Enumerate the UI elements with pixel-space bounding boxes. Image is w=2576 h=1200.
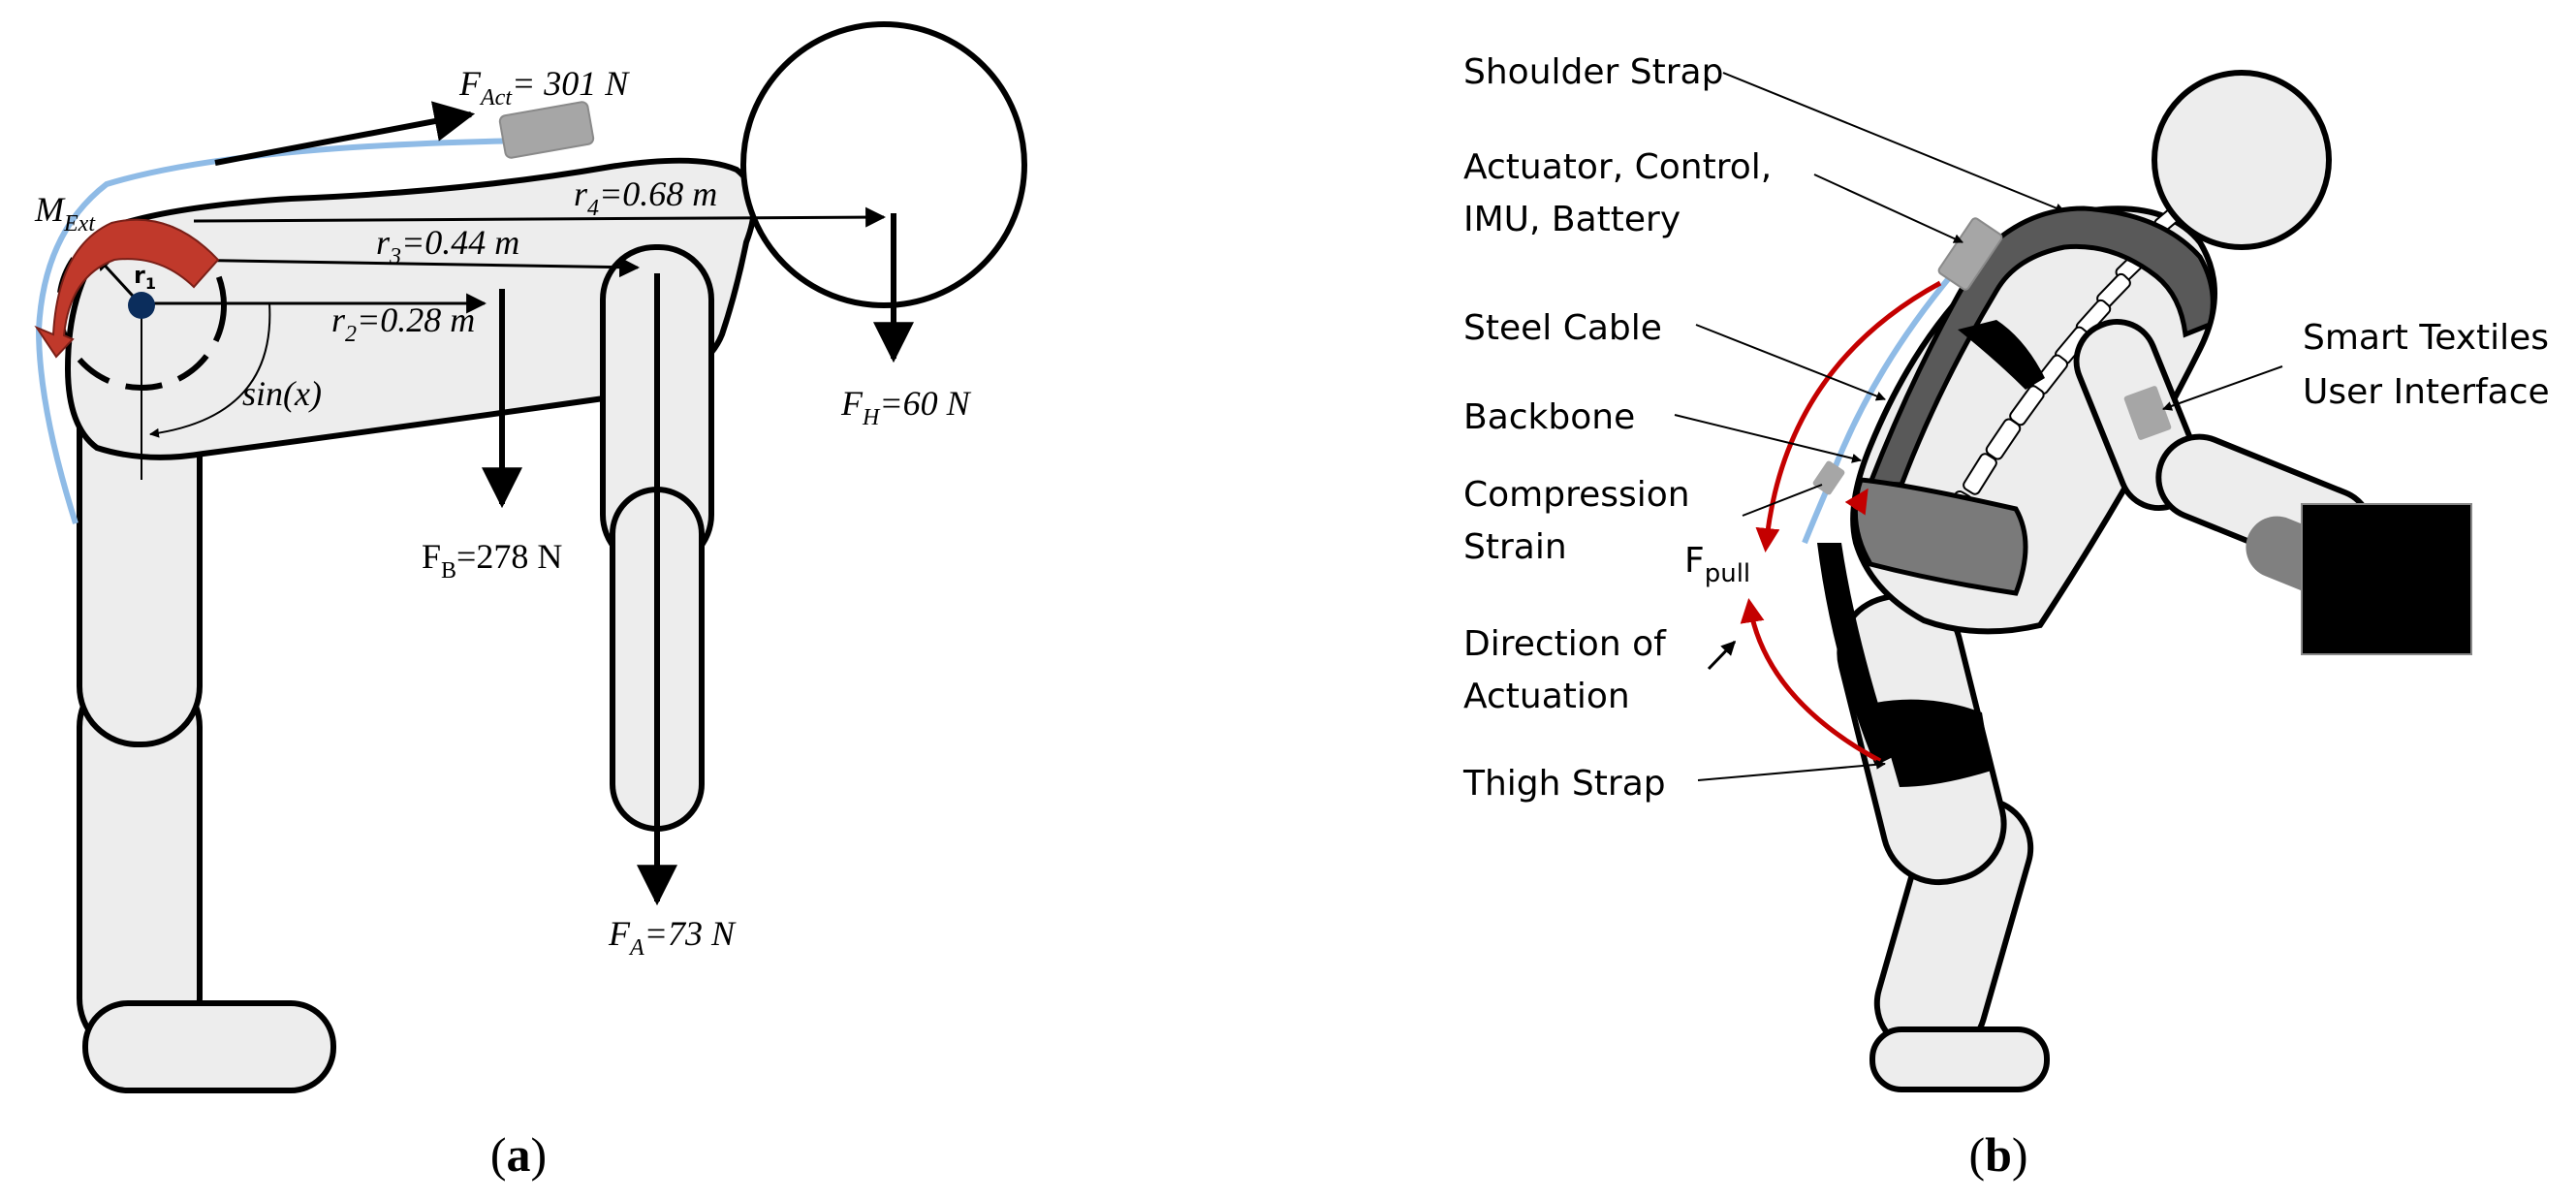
actuator-box-a xyxy=(498,101,595,159)
pull-arc-upper xyxy=(1755,280,1942,553)
actuator-box-b xyxy=(1937,217,2003,291)
moment-arrow xyxy=(34,218,220,359)
caption-b: (b) xyxy=(1968,1127,2027,1182)
f-a-label: FA=73 N xyxy=(608,914,737,961)
leader-backbone xyxy=(1674,414,1862,463)
f-h-label: FH=60 N xyxy=(840,384,972,430)
strain-red-arrow xyxy=(1844,488,1869,516)
hip-joint-dot xyxy=(128,292,155,319)
compression-sensor-b xyxy=(1812,460,1845,495)
f-b-label: FB=278 N xyxy=(422,537,562,584)
panel-a-diagram xyxy=(34,21,1027,1093)
carried-box-b xyxy=(2301,503,2472,655)
label-f-pull: Fpull xyxy=(1684,541,1750,588)
label-direction-line1: Direction of xyxy=(1463,624,1667,664)
r4-arrow xyxy=(193,206,887,228)
head-b xyxy=(2152,70,2332,250)
leader-direction xyxy=(1707,640,1737,671)
leader-shoulder-strap xyxy=(1722,72,2065,213)
r4-label: r4=0.68 m xyxy=(574,174,717,221)
sin-x-label: sin(x) xyxy=(242,374,322,413)
thigh-strap-b xyxy=(1875,699,1992,787)
r2-label: r2=0.28 m xyxy=(331,300,475,347)
steel-cable-b xyxy=(1802,271,1956,545)
label-smart-line1: Smart Textiles xyxy=(2303,318,2549,358)
head-a xyxy=(740,21,1027,308)
pull-arc-lower xyxy=(1740,598,1882,764)
hip-belt-b xyxy=(1852,477,2028,596)
leader-smart-textiles xyxy=(2162,365,2283,411)
panel-b-diagram xyxy=(1674,70,2472,1092)
torso-a xyxy=(64,157,757,460)
cable-a xyxy=(35,138,529,524)
label-direction-line2: Actuation xyxy=(1463,677,1630,716)
label-smart-line2: User Interface xyxy=(2303,372,2550,412)
leader-actuator xyxy=(1813,174,1963,243)
label-compression-line2: Strain xyxy=(1463,527,1567,567)
r3-arrow xyxy=(173,257,641,278)
label-compression-line1: Compression xyxy=(1463,475,1690,515)
leg-a xyxy=(77,354,336,1093)
r1-label: r1 xyxy=(134,262,156,293)
leader-thigh-strap xyxy=(1697,759,1886,781)
label-thigh-strap: Thigh Strap xyxy=(1462,764,1666,804)
r3-label: r3=0.44 m xyxy=(376,223,519,269)
smart-textile-patch-b xyxy=(2123,386,2172,440)
front-band-b xyxy=(1817,543,1895,766)
leader-steel-cable xyxy=(1695,324,1886,401)
label-backbone: Backbone xyxy=(1463,397,1635,437)
sin-x-arc xyxy=(149,302,271,438)
caption-a: (a) xyxy=(490,1127,547,1182)
label-steel-cable: Steel Cable xyxy=(1463,308,1662,348)
label-shoulder-strap: Shoulder Strap xyxy=(1463,52,1723,92)
m-ext-label: MExt xyxy=(34,190,96,237)
label-actuator-line2: IMU, Battery xyxy=(1463,200,1681,239)
side-strap-b xyxy=(1958,320,2045,390)
label-actuator-line1: Actuator, Control, xyxy=(1463,147,1772,187)
leader-compression xyxy=(1742,484,1823,517)
f-act-label: FAct= 301 N xyxy=(458,64,630,111)
f-act-arrow xyxy=(214,101,476,166)
